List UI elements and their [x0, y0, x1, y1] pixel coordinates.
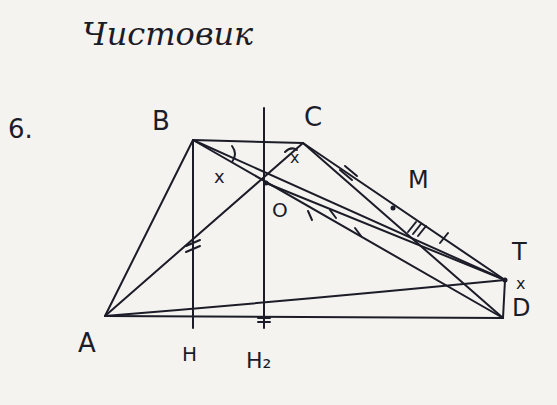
point-label: M: [408, 168, 429, 192]
point-label: H₂: [246, 350, 271, 372]
point-label: T: [512, 240, 527, 264]
point-label: H: [182, 344, 197, 364]
problem-number: 6.: [8, 116, 33, 142]
angle-mark: x: [516, 276, 525, 292]
point-label: D: [512, 296, 530, 320]
title-note: Чистовик: [82, 18, 253, 50]
angle-mark: x: [214, 168, 225, 186]
angle-mark: x: [290, 150, 299, 166]
point-label: O: [272, 200, 288, 220]
point-label: C: [304, 104, 322, 130]
point-label: A: [78, 330, 96, 356]
point-label: B: [152, 108, 170, 134]
